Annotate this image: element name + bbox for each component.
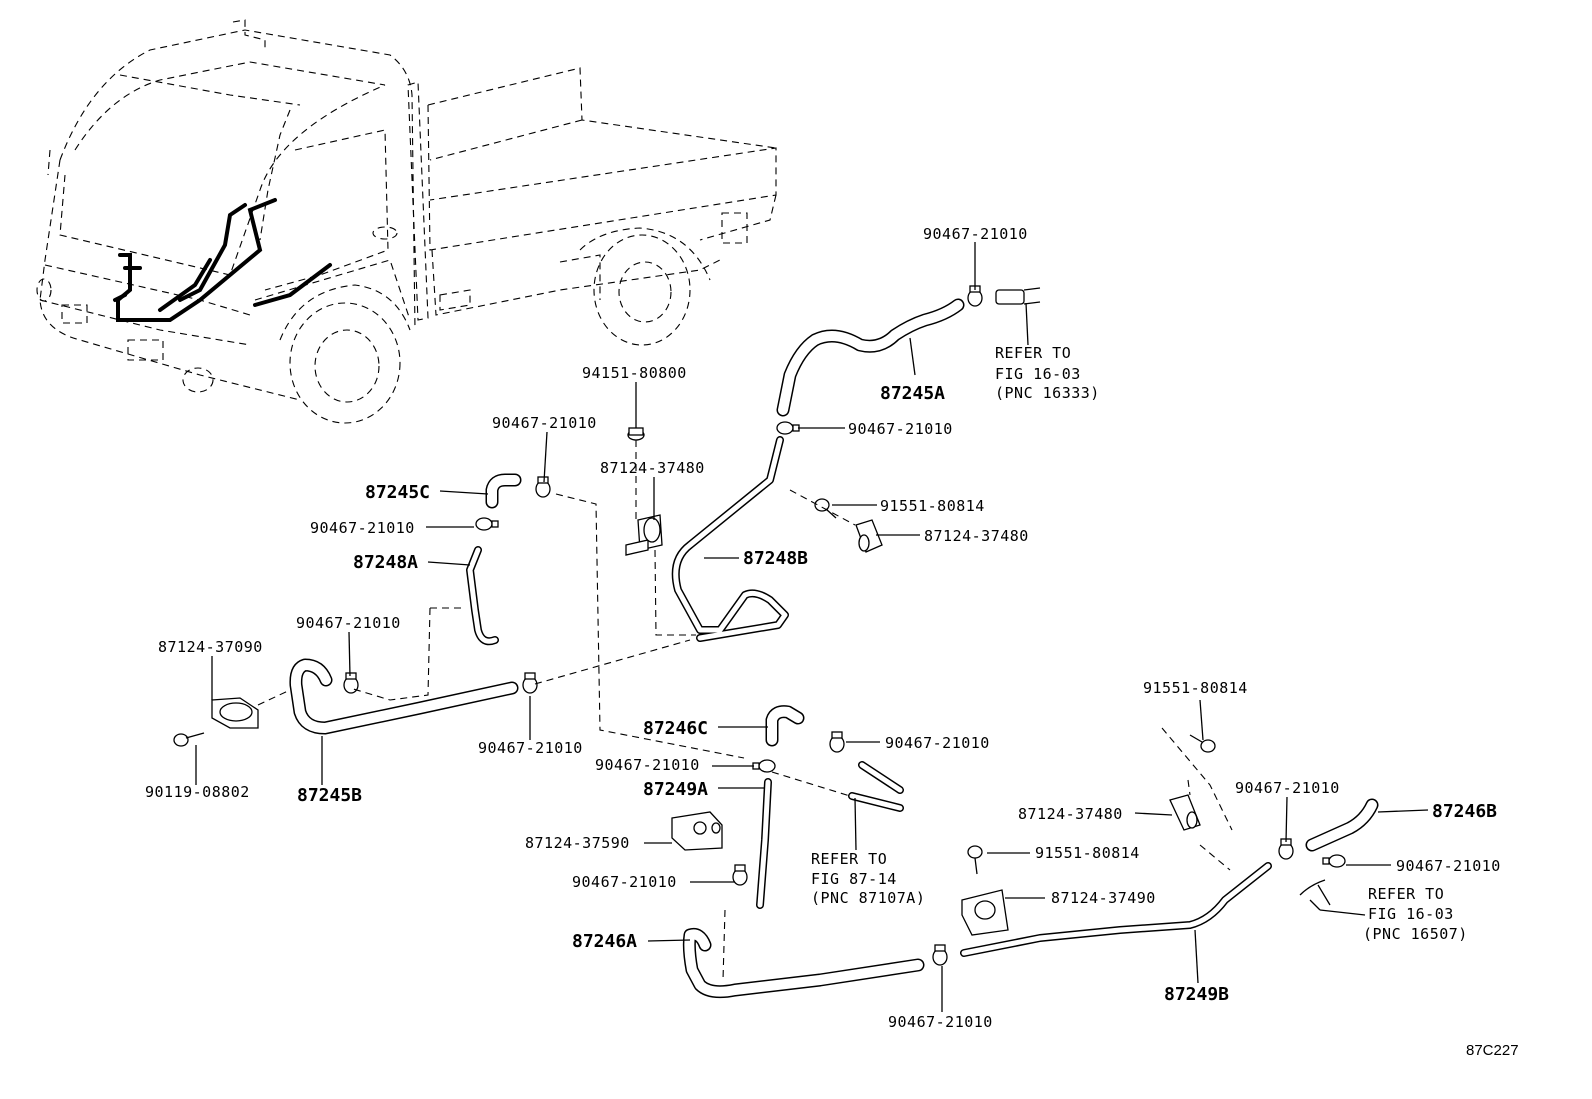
label-87124-37480: 87124-37480	[924, 527, 1029, 545]
clamp-icon	[535, 476, 551, 498]
label-87249A: 87249A	[643, 779, 708, 800]
pipe-87249B	[960, 862, 1272, 957]
nut-icon	[627, 427, 645, 441]
bracket-icon	[625, 514, 663, 556]
label-90467-21010: 90467-21010	[296, 614, 401, 632]
clamp-icon	[732, 864, 748, 886]
ref-line1: REFER TO	[995, 344, 1071, 362]
diagram-code: 87C227	[1466, 1042, 1519, 1059]
label-87246A: 87246A	[572, 931, 637, 952]
ref-line2: FIG 87-14	[811, 870, 897, 888]
hose-87246B	[1305, 798, 1379, 852]
hose-87246C	[765, 705, 805, 747]
bracket-icon	[961, 889, 1009, 936]
label-87245A: 87245A	[880, 383, 945, 404]
assembly-lines	[257, 440, 1233, 981]
bracket-icon	[211, 697, 259, 729]
clamp-icon	[752, 759, 776, 773]
label-90467-21010: 90467-21010	[572, 873, 677, 891]
pipe-87248A	[466, 546, 499, 646]
label-90119-08802: 90119-08802	[145, 783, 250, 801]
label-87249B: 87249B	[1164, 984, 1229, 1005]
clamp-icon	[522, 672, 538, 694]
label-90467-21010: 90467-21010	[1235, 779, 1340, 797]
ref-line2: FIG 16-03	[995, 365, 1081, 383]
hose-clamps	[343, 285, 1346, 966]
clamp-icon	[475, 517, 499, 531]
label-90467-21010: 90467-21010	[888, 1013, 993, 1031]
truck-illustration	[36, 19, 777, 424]
pipe-87248B	[671, 436, 789, 642]
bolt-icon	[173, 732, 205, 747]
label-87248B: 87248B	[743, 548, 808, 569]
label-87124-37480: 87124-37480	[1018, 805, 1123, 823]
brackets-and-bolts	[173, 427, 1331, 936]
clamp-icon	[829, 731, 845, 753]
label-91551-80814: 91551-80814	[880, 497, 985, 515]
bracket-icon	[671, 811, 723, 851]
pipe-ref-87107A	[848, 761, 904, 812]
label-90467-21010: 90467-21010	[478, 739, 583, 757]
bracket-icon	[855, 519, 883, 553]
label-87248A: 87248A	[353, 552, 418, 573]
ref-line3: (PNC 16333)	[995, 384, 1100, 402]
bolt-icon	[1189, 734, 1216, 753]
bracket-icon	[1169, 794, 1201, 831]
bolt-icon	[814, 498, 837, 519]
labels: 90467-21010 87245A 90467-21010 REFER TO …	[145, 225, 1519, 1059]
label-87245B: 87245B	[297, 785, 362, 806]
label-87245C: 87245C	[365, 482, 430, 503]
label-87124-37090: 87124-37090	[158, 638, 263, 656]
hose-87245C	[485, 473, 522, 509]
hose-87245B	[289, 658, 519, 735]
label-90467-21010: 90467-21010	[923, 225, 1028, 243]
pipe-87249A	[756, 778, 772, 909]
hose-87246A	[682, 928, 925, 999]
pipe-top-right	[995, 287, 1041, 305]
ref-line1: REFER TO	[811, 850, 887, 868]
label-87246B: 87246B	[1432, 801, 1497, 822]
ref-line3: (PNC 16507)	[1363, 925, 1468, 943]
label-90467-21010: 90467-21010	[885, 734, 990, 752]
clamp-icon	[932, 944, 948, 966]
label-90467-21010: 90467-21010	[1396, 857, 1501, 875]
label-91551-80814: 91551-80814	[1035, 844, 1140, 862]
hose-87245A	[776, 298, 965, 417]
label-87124-37490: 87124-37490	[1051, 889, 1156, 907]
ref-line3: (PNC 87107A)	[811, 889, 925, 907]
clamp-icon	[1322, 854, 1346, 868]
ref-line2: FIG 16-03	[1368, 905, 1454, 923]
fitting-icon	[1299, 879, 1331, 911]
label-87124-37480: 87124-37480	[600, 459, 705, 477]
leader-lines	[195, 242, 1429, 1012]
label-94151-80800: 94151-80800	[582, 364, 687, 382]
ref-line1: REFER TO	[1368, 885, 1444, 903]
label-91551-80814: 91551-80814	[1143, 679, 1248, 697]
label-87246C: 87246C	[643, 718, 708, 739]
label-90467-21010: 90467-21010	[492, 414, 597, 432]
clamp-icon	[776, 421, 800, 435]
label-87124-37590: 87124-37590	[525, 834, 630, 852]
label-90467-21010: 90467-21010	[310, 519, 415, 537]
label-90467-21010: 90467-21010	[595, 756, 700, 774]
label-90467-21010: 90467-21010	[848, 420, 953, 438]
bolt-icon	[967, 845, 983, 875]
